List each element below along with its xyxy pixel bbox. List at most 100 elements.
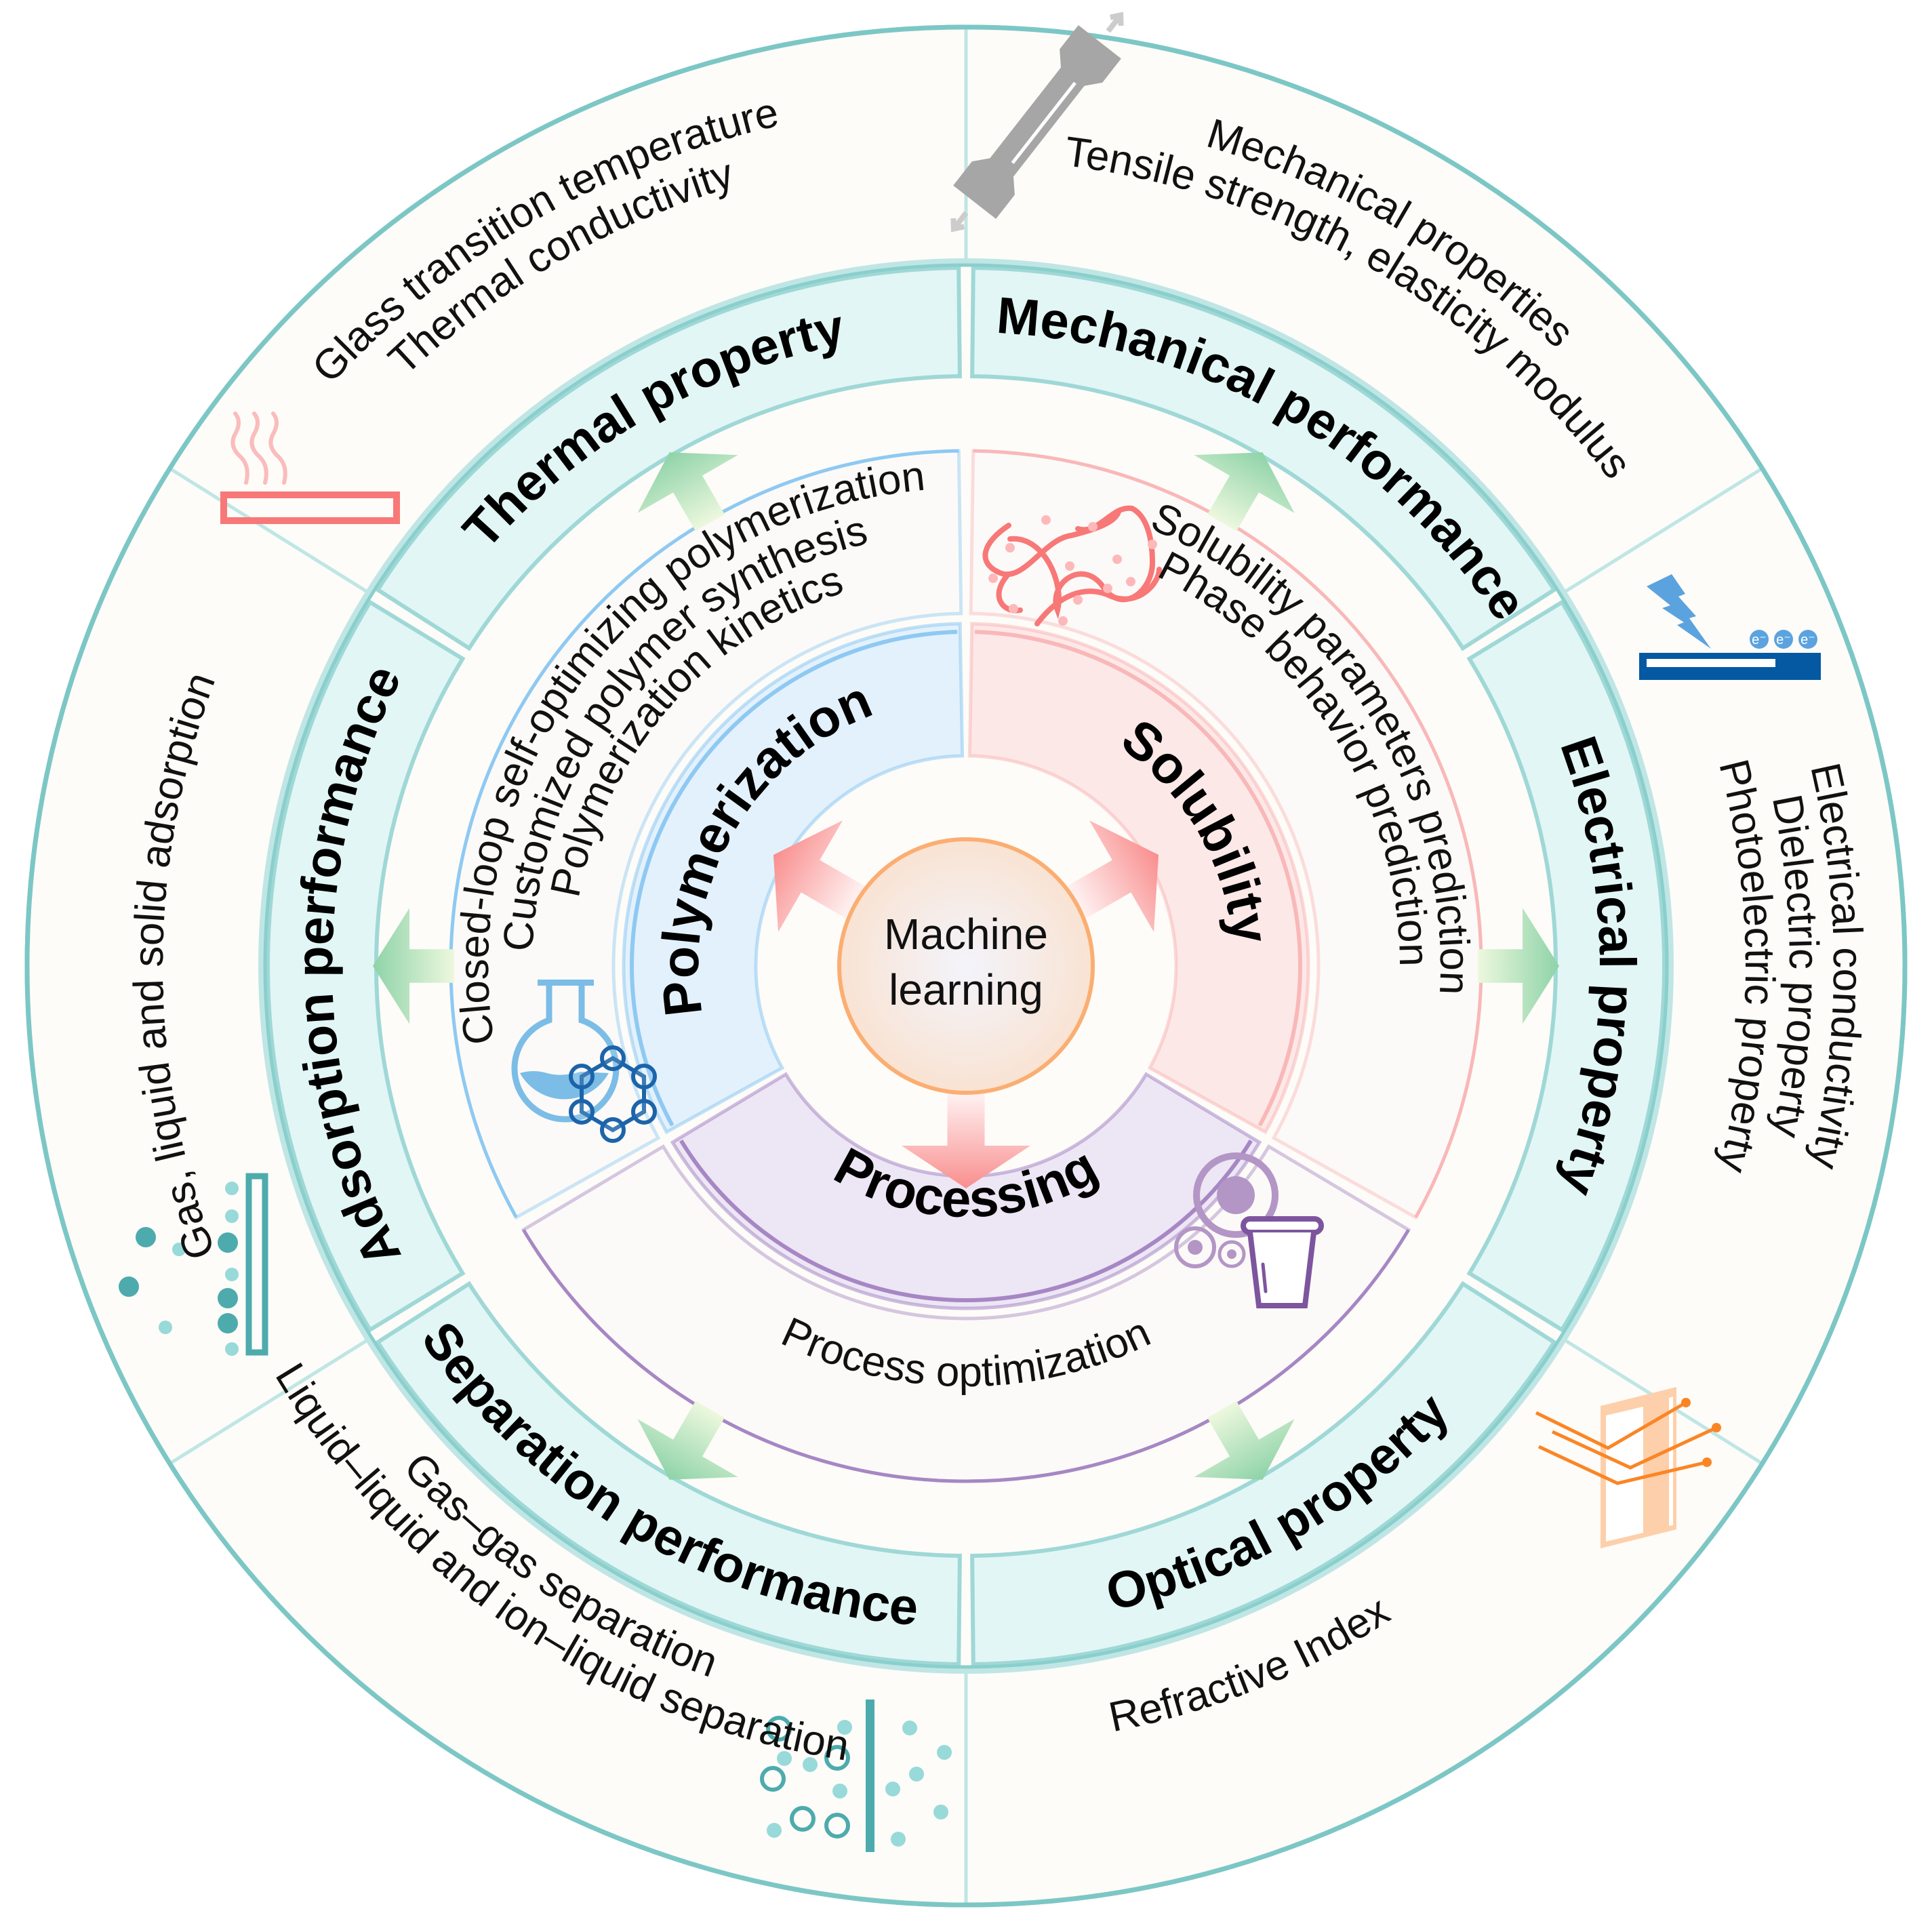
solvent-particle — [1126, 577, 1135, 586]
specimen-highlight — [1011, 81, 1076, 164]
electron-label: e⁻ — [1800, 632, 1815, 647]
adsorbate-particle — [225, 1268, 239, 1281]
large-molecule — [766, 1716, 792, 1742]
arrow-to-separation — [637, 1401, 738, 1480]
arrow-to-electrical-shape — [1478, 908, 1559, 1024]
arrow-to-adsorption-shape — [373, 908, 454, 1024]
band-edge — [263, 263, 1669, 1669]
heat-wave — [249, 411, 268, 485]
solvent-particle — [1148, 540, 1157, 549]
arrow-to-optical — [1194, 1401, 1295, 1480]
beaker-rim — [1241, 1216, 1324, 1235]
electron — [1774, 630, 1793, 649]
method-detail-ring — [449, 449, 1483, 1483]
core-sector-edge-solubility — [974, 630, 1302, 1127]
center-label-line-1: Machine — [884, 910, 1048, 959]
machine-learning-circle — [837, 837, 1095, 1095]
molecule-atom — [600, 1045, 626, 1071]
small-molecule — [803, 1757, 818, 1772]
arrow-to-mechanical — [1194, 452, 1295, 531]
electron-label: e⁻ — [1752, 632, 1767, 647]
polymer-chain-icon — [982, 505, 1162, 626]
large-cell — [1193, 1152, 1279, 1238]
small-cell — [1174, 1226, 1216, 1268]
solvent-particle — [1009, 604, 1018, 614]
detail-sector-edge-solubility — [973, 449, 1483, 1218]
specimen-body — [953, 25, 1121, 219]
large-molecule — [760, 1766, 786, 1792]
arrow-to-processing-shape — [902, 1093, 1030, 1188]
small-molecule — [837, 1720, 852, 1735]
electrode-highlight — [1647, 659, 1775, 667]
stretch-arrow-up — [1106, 12, 1124, 33]
surface-adsorption-icon — [119, 1173, 268, 1356]
tiny-cell — [1217, 1240, 1246, 1268]
molecule-atom — [631, 1099, 657, 1125]
adsorbent-surface — [245, 1173, 268, 1356]
membrane — [866, 1700, 874, 1852]
band-segment-mechanical — [970, 266, 1557, 651]
light-ray — [1537, 1445, 1708, 1485]
solvent-particle — [1103, 584, 1112, 593]
band-segment-separation — [375, 1281, 962, 1666]
electron — [1750, 630, 1769, 649]
solvent-particle — [1112, 555, 1122, 564]
small-molecule — [933, 1805, 948, 1820]
adsorbate-particle — [172, 1243, 186, 1256]
electron — [1798, 630, 1817, 649]
band-outer-rim — [258, 258, 1674, 1674]
solvent-particle — [988, 574, 998, 583]
core-sector-processing — [670, 1072, 1262, 1310]
adsorbate-particle — [218, 1232, 238, 1253]
detail-sector-edge-processing — [522, 1228, 1410, 1483]
molecule-atom — [600, 1117, 626, 1143]
band-segment-adsorption — [266, 599, 466, 1333]
slab-edge — [1669, 1396, 1673, 1526]
adsorbate-particle — [225, 1209, 239, 1223]
hot-plate — [220, 491, 400, 524]
adsorbate-particle — [159, 1321, 172, 1334]
arrow-to-thermal-shape — [637, 452, 738, 531]
molecule-bonds — [580, 1056, 646, 1133]
arrow-to-thermal — [637, 452, 738, 531]
arrow-to-electrical — [1478, 908, 1559, 1024]
flow-arrows — [373, 452, 1559, 1480]
outer-ring-edge — [24, 24, 1908, 1908]
property-band — [258, 258, 1674, 1674]
arrow-to-solubility — [1067, 820, 1159, 932]
light-ray — [1551, 1426, 1718, 1470]
adsorbate-particle — [225, 1342, 239, 1356]
small-molecule — [902, 1721, 917, 1735]
solvent-particle — [1041, 515, 1051, 525]
ray-arrowhead — [1712, 1423, 1721, 1432]
arrow-to-solubility-shape — [1067, 820, 1159, 932]
lightning-electron-icon: e⁻ e⁻ e⁻ — [1639, 574, 1821, 680]
large-molecule — [824, 1813, 850, 1838]
large-molecule — [790, 1806, 816, 1832]
electron-label: e⁻ — [1776, 632, 1791, 647]
tensile-specimen-icon — [950, 12, 1124, 233]
light-refraction-icon — [1535, 1387, 1721, 1548]
slab-face — [1606, 1407, 1643, 1542]
band-segment-optical — [970, 1281, 1557, 1666]
small-molecule — [891, 1832, 906, 1847]
large-cell-nucleus — [1217, 1176, 1255, 1214]
light-ray — [1535, 1401, 1687, 1450]
flask-rim — [538, 980, 594, 986]
arrow-to-adsorption — [373, 908, 454, 1024]
cells-beaker-icon — [1174, 1152, 1324, 1308]
arrow-to-processing — [902, 1093, 1030, 1188]
ray-arrowhead — [1681, 1398, 1691, 1407]
solvent-particle — [1065, 561, 1074, 571]
small-molecule — [937, 1745, 952, 1760]
adsorbate-particle — [119, 1276, 139, 1297]
small-molecule — [909, 1767, 924, 1782]
solvent-particle — [1005, 543, 1015, 552]
flask-liquid — [520, 1071, 609, 1100]
small-molecule — [885, 1782, 900, 1796]
adsorbate-particle — [225, 1182, 239, 1195]
small-cell-nucleus — [1188, 1240, 1203, 1255]
small-molecule — [767, 1823, 782, 1838]
arrow-to-mechanical-shape — [1194, 452, 1295, 531]
beaker-shine — [1261, 1262, 1268, 1293]
